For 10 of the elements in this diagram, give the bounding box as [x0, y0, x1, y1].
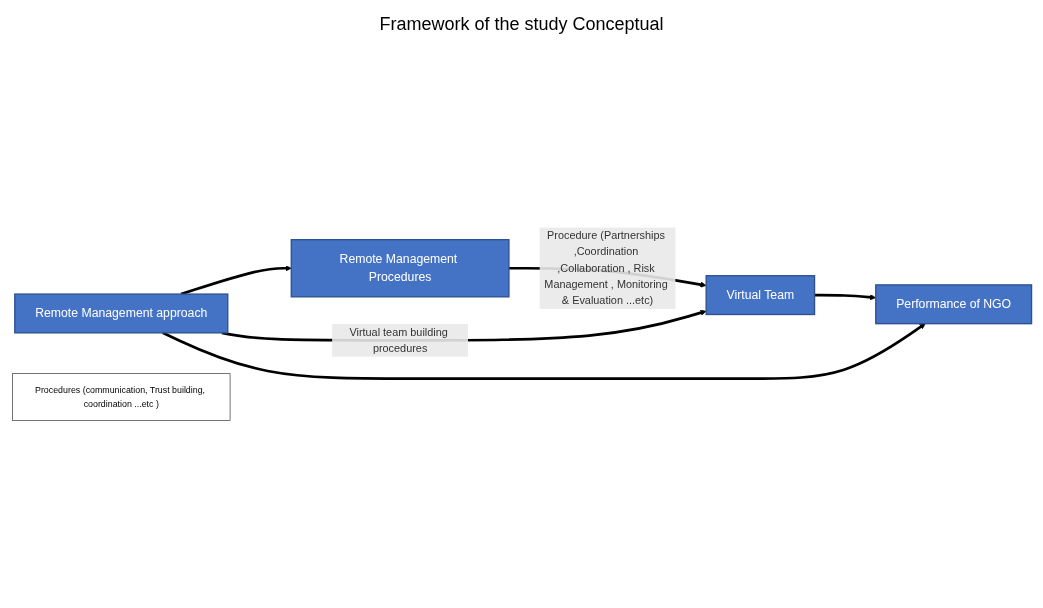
node-box: Procedures (communication, Trust building, coordination ...etc ) [11, 373, 230, 422]
edge-label: Virtual team building procedures [348, 326, 448, 355]
node-box: Remote Management Procedures [290, 239, 510, 298]
diagram-title: Framework of the study Conceptual [379, 14, 664, 35]
edge-label: Procedure (Partnerships ,Coordination ,Collaboration , Risk Management , Monitoring & Evaluation ...etc) [543, 229, 668, 307]
node-box: Remote Management approach [13, 293, 228, 334]
node-box: Performance of NGO [874, 284, 1032, 325]
node-box: Virtual Team [704, 275, 815, 316]
arrow [161, 323, 926, 381]
arrow [814, 294, 876, 301]
